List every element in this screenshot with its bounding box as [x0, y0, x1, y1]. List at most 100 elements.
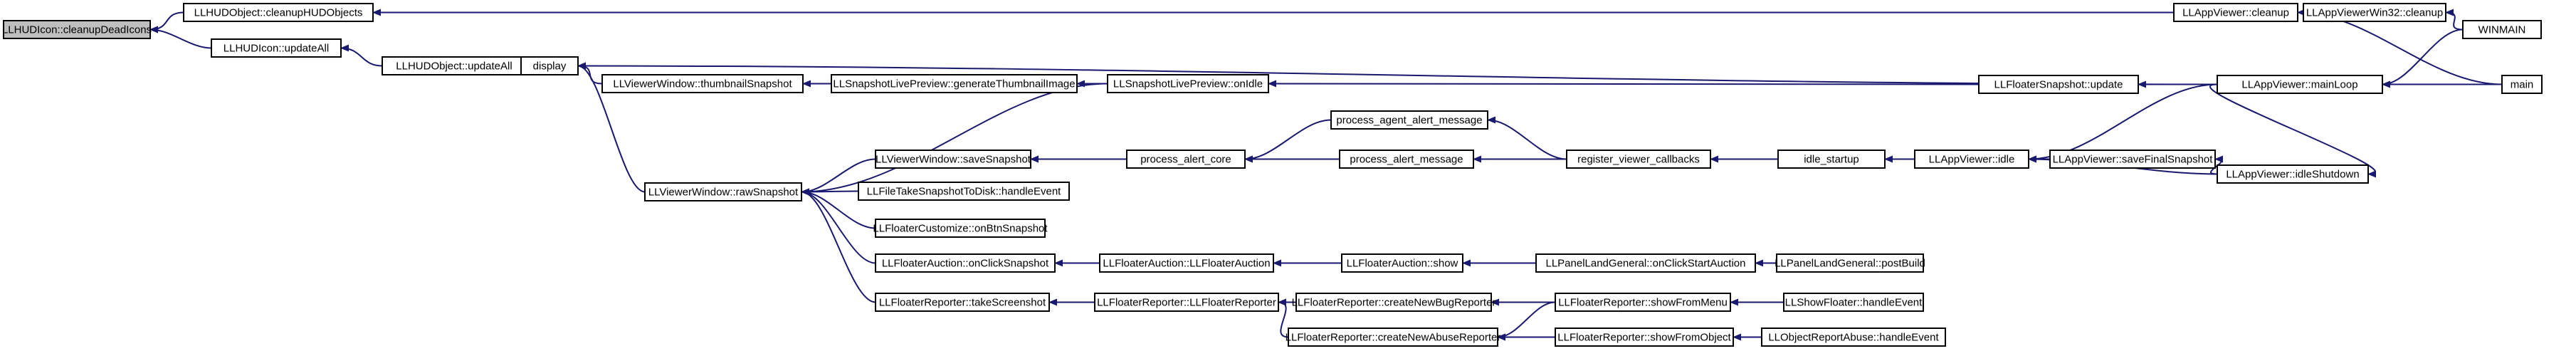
node-llappviewer-idleshutdown[interactable]: LLAppViewer::idleShutdown [2217, 164, 2369, 184]
node-box [1094, 293, 1279, 312]
node-idle-startup[interactable]: idle_startup [1777, 150, 1886, 169]
node-llfloaterauction-onclicksnapshot[interactable]: LLFloaterAuction::onClickSnapshot [875, 253, 1056, 273]
node-process-alert-core[interactable]: process_alert_core [1126, 150, 1246, 169]
node-llfloaterreporter-takescreenshot[interactable]: LLFloaterReporter::takeScreenshot [875, 293, 1050, 312]
node-label: LLHUDObject::cleanupHUDObjects [194, 7, 363, 19]
function-nodes: LLHUDIcon::cleanupDeadIconsLLHUDObject::… [2, 3, 2543, 347]
node-llappviewer-idle[interactable]: LLAppViewer::idle [1914, 150, 2029, 169]
node-label: LLShowFloater::handleEvent [1785, 297, 1923, 309]
node-box [1566, 150, 1711, 169]
edge-llfloaterreporter-takescreenshot-to-llviewerwindow-rawsnapshot [801, 188, 876, 303]
node-label: LLFloaterReporter::takeScreenshot [879, 297, 1046, 309]
node-llsnapshotlivepreview-onidle[interactable]: LLSnapshotLivePreview::onIdle [1107, 74, 1269, 93]
edge-llfloatersnapshot-update-to-llsnapshotlivepreview-onidle [1268, 80, 1980, 88]
edge-winmain-to-llappviewer-mainloop [2382, 28, 2464, 88]
node-label: WINMAIN [2478, 24, 2526, 36]
node-llhudicon-updateall[interactable]: LLHUDIcon::updateAll [211, 38, 342, 58]
node-llpanellandgeneral-onclickstartauction[interactable]: LLPanelLandGeneral::onClickStartAuction [1535, 253, 1756, 273]
node-box [601, 74, 804, 93]
node-label: process_alert_message [1350, 154, 1463, 166]
edge-llhudicon-updateall-to-llhudicon-cleanupdeadicons [149, 26, 212, 49]
node-box [1555, 328, 1734, 347]
node-llviewerwindow-savesnapshot[interactable]: LLViewerWindow::saveSnapshot [875, 150, 1031, 169]
node-display[interactable]: display [520, 56, 579, 75]
node-box [1783, 293, 1924, 312]
node-llfiletakesnapshottodisk-handleevent[interactable]: LLFileTakeSnapshotToDisk::handleEvent [858, 182, 1070, 201]
node-process-alert-message[interactable]: process_alert_message [1339, 150, 1474, 169]
edge-llviewerwindow-rawsnapshot-to-display [577, 62, 646, 193]
node-llfloaterreporter-llfloaterreporter[interactable]: LLFloaterReporter::LLFloaterReporter [1094, 293, 1279, 312]
node-box [520, 56, 579, 75]
node-llfloaterreporter-createnewbugreporter[interactable]: LLFloaterReporter::createNewBugReporter [1292, 293, 1496, 312]
node-label: LLSnapshotLivePreview::generateThumbnail… [833, 78, 1075, 90]
node-llfloaterreporter-createnewabusereporter[interactable]: LLFloaterReporter::createNewAbuseReporte… [1286, 328, 1501, 347]
node-box [1288, 328, 1498, 347]
node-llfloaterreporter-showfromobject[interactable]: LLFloaterReporter::showFromObject [1555, 328, 1734, 347]
node-llappviewer-mainloop[interactable]: LLAppViewer::mainLoop [2217, 75, 2383, 94]
node-box [1914, 150, 2029, 169]
node-winmain[interactable]: WINMAIN [2462, 20, 2542, 39]
node-label: LLAppViewerWin32::cleanup [2306, 7, 2443, 19]
node-label: LLHUDIcon::cleanupDeadIcons [2, 24, 152, 36]
edge-llappviewer-mainloop-to-display [577, 62, 2218, 85]
node-box [875, 150, 1031, 169]
node-box [1555, 293, 1731, 312]
node-label: LLFileTakeSnapshotToDisk::handleEvent [867, 186, 1061, 198]
node-box [1978, 75, 2139, 94]
edge-llfloaterauction-onclicksnapshot-to-llviewerwindow-rawsnapshot [801, 188, 876, 264]
node-box [644, 182, 802, 201]
node-llfloaterauction-llfloaterauction[interactable]: LLFloaterAuction::LLFloaterAuction [1099, 253, 1274, 273]
node-label: display [533, 61, 567, 73]
node-llsnapshotlivepreview-generatethumbnailimage[interactable]: LLSnapshotLivePreview::generateThumbnail… [831, 74, 1078, 93]
node-llobjectreportabuse-handleevent[interactable]: LLObjectReportAbuse::handleEvent [1761, 328, 1946, 347]
edge-llhudobject-cleanuphudobjects-to-llhudicon-cleanupdeadicons [149, 11, 184, 33]
node-label: LLFloaterReporter::createNewAbuseReporte… [1286, 332, 1501, 344]
node-llhudobject-updateall[interactable]: LLHUDObject::updateAll [382, 56, 527, 75]
edge-llfloaterreporter-createnewabusereporter-to-llfloaterreporter-llfloaterreporter [1278, 298, 1289, 338]
node-box [2462, 20, 2542, 39]
node-box [2303, 3, 2446, 22]
node-label: LLFloaterAuction::onClickSnapshot [882, 258, 1049, 270]
node-box [2217, 164, 2369, 184]
node-label: LLAppViewer::idleShutdown [2226, 169, 2359, 181]
node-box [1295, 293, 1492, 312]
call-edges [149, 9, 2503, 341]
node-box [211, 38, 342, 58]
node-label: LLHUDObject::updateAll [396, 61, 512, 73]
edge-llsnapshotlivepreview-onidle-to-llviewerwindow-rawsnapshot [801, 83, 1108, 196]
node-label: main [2511, 79, 2534, 91]
node-llfloatersnapshot-update[interactable]: LLFloaterSnapshot::update [1978, 75, 2139, 94]
node-box [1339, 150, 1474, 169]
edge-llviewerwindow-thumbnailsnapshot-to-display [577, 62, 603, 85]
node-llfloatercustomize-onbtnsnapshot[interactable]: LLFloaterCustomize::onBtnSnapshot [873, 219, 1048, 238]
node-llfloaterauction-show[interactable]: LLFloaterAuction::show [1341, 253, 1463, 273]
node-box [382, 56, 527, 75]
node-llhudobject-cleanuphudobjects[interactable]: LLHUDObject::cleanupHUDObjects [183, 3, 374, 22]
node-main[interactable]: main [2501, 75, 2543, 94]
node-llviewerwindow-thumbnailsnapshot[interactable]: LLViewerWindow::thumbnailSnapshot [601, 74, 804, 93]
node-box [1776, 253, 1924, 273]
node-llviewerwindow-rawsnapshot[interactable]: LLViewerWindow::rawSnapshot [644, 182, 802, 201]
node-label: LLPanelLandGeneral::postBuild [1775, 258, 1925, 270]
node-label: process_agent_alert_message [1336, 115, 1482, 127]
node-llpanellandgeneral-postbuild[interactable]: LLPanelLandGeneral::postBuild [1775, 253, 1925, 273]
node-process-agent-alert-message[interactable]: process_agent_alert_message [1330, 110, 1488, 130]
node-llhudicon-cleanupdeadicons[interactable]: LLHUDIcon::cleanupDeadIcons [2, 20, 152, 39]
node-register-viewer-callbacks[interactable]: register_viewer_callbacks [1566, 150, 1711, 169]
node-label: LLHUDIcon::updateAll [224, 43, 329, 55]
edge-llfloaterreporter-showfrommenu-to-llfloaterreporter-createnewabusereporter [1497, 301, 1556, 341]
node-box [1341, 253, 1463, 273]
node-llappviewer-cleanup[interactable]: LLAppViewer::cleanup [2173, 3, 2298, 22]
node-llappviewerwin32-cleanup[interactable]: LLAppViewerWin32::cleanup [2303, 3, 2446, 22]
node-label: LLFloaterAuction::show [1347, 258, 1458, 270]
node-box [2173, 3, 2298, 22]
node-box [1126, 150, 1246, 169]
node-box [875, 253, 1056, 273]
node-box [183, 3, 374, 22]
node-llshowfloater-handleevent[interactable]: LLShowFloater::handleEvent [1783, 293, 1924, 312]
node-label: LLAppViewer::cleanup [2182, 7, 2289, 19]
node-llfloaterreporter-showfrommenu[interactable]: LLFloaterReporter::showFromMenu [1555, 293, 1731, 312]
node-box [1107, 74, 1269, 93]
node-llappviewer-savefinalsnapshot[interactable]: LLAppViewer::saveFinalSnapshot [2049, 150, 2216, 169]
node-label: LLAppViewer::idle [1929, 154, 2015, 166]
